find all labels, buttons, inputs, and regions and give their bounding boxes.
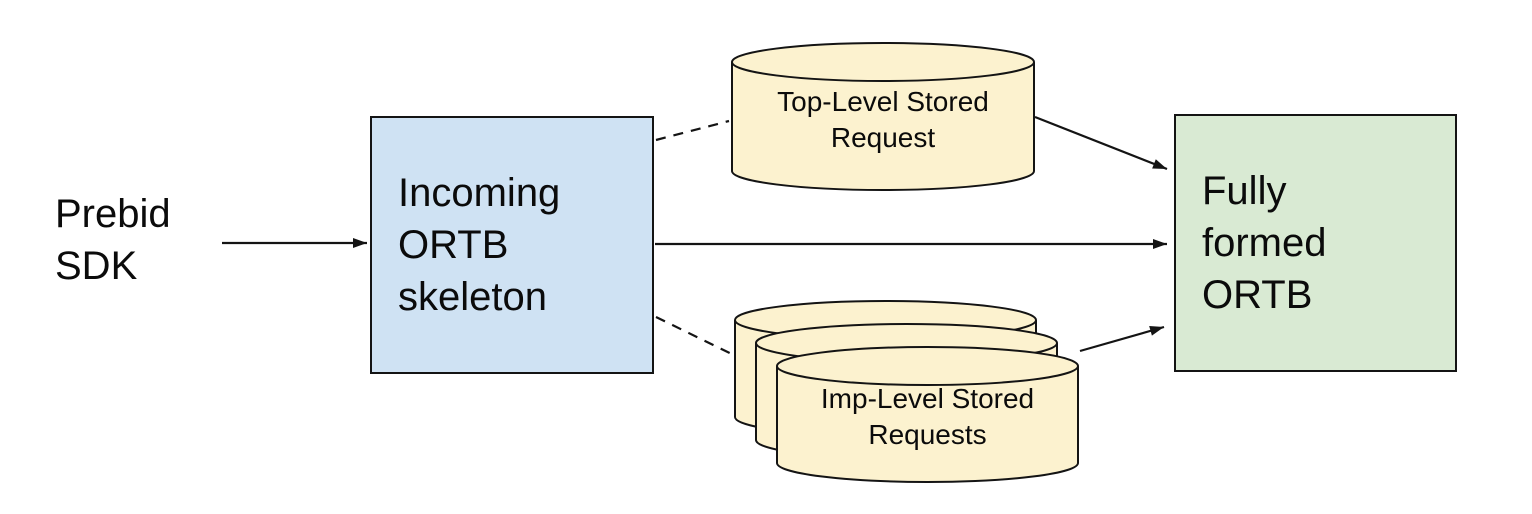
edge-incoming-to-top-level-dashed: [655, 119, 730, 142]
incoming-ortb-skeleton-node: Incoming ORTB skeleton: [370, 116, 654, 374]
top-level-stored-request-cylinder: [731, 42, 1035, 191]
cylinder-body: [731, 62, 1035, 191]
fully-formed-ortb-label: Fully formed ORTB: [1202, 169, 1327, 317]
cylinder-front: [776, 346, 1079, 483]
incoming-ortb-skeleton-label: Incoming ORTB skeleton: [398, 171, 561, 319]
fully-formed-ortb-node: Fully formed ORTB: [1174, 114, 1457, 372]
imp-level-stored-requests-label: Imp-Level Stored Requests: [820, 383, 1035, 450]
top-level-stored-request-label: Top-Level Stored Request: [777, 86, 989, 153]
cylinder-body: [776, 366, 1079, 483]
edge-top-level-to-fully-formed-arrow: [1034, 115, 1168, 171]
imp-level-stored-requests-cylinder-stack: [734, 300, 1079, 483]
edge-imp-level-to-fully-formed-arrow: [1079, 325, 1165, 353]
prebid-sdk-label: Prebid SDK: [55, 192, 171, 288]
cylinder-top: [776, 346, 1079, 386]
cylinder-top: [731, 42, 1035, 82]
